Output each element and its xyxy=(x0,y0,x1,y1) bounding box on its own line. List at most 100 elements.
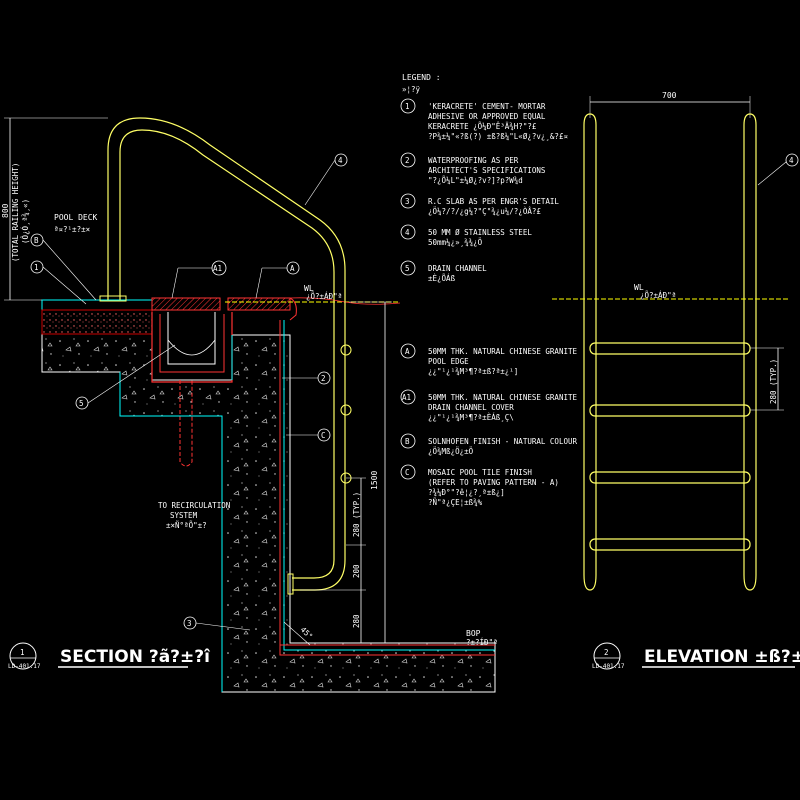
elevation-title-block: 2 LD-401.17 ELEVATION ±ß?±?î xyxy=(592,642,800,670)
ladder-rung-1 xyxy=(589,342,751,355)
legend-key: A xyxy=(405,347,410,356)
section-callout-number: 1 xyxy=(20,648,25,657)
legend-line: ARCHITECT'S SPECIFICATIONS xyxy=(428,166,546,175)
legend-title: LEGEND : xyxy=(402,73,441,82)
legend-key: C xyxy=(405,468,410,477)
legend-key: 5 xyxy=(405,264,410,273)
ladder-rung-3 xyxy=(589,471,751,484)
pool-wall-tile xyxy=(283,320,495,651)
elevation-sheet-ref: LD-401.17 xyxy=(592,663,625,670)
legend-line: 50MM THK. NATURAL CHINESE GRANITE xyxy=(428,347,577,356)
pool-deck-stone xyxy=(41,299,153,311)
legend-line: WATERPROOFING AS PER xyxy=(428,156,519,165)
legend-key: A1 xyxy=(402,393,411,402)
legend-line: 50 MM Ø STAINLESS STEEL xyxy=(428,228,532,237)
railing-base-plate xyxy=(99,295,127,302)
legend-line: ?Ñ"ª¿ÇE¦±ß¾% xyxy=(428,498,483,507)
legend-key: B xyxy=(405,437,410,446)
legend-line: "?¿Õ¼L"±¼Ø¿?v?]?p?W¾d xyxy=(428,176,523,185)
pool-wall-waterproof xyxy=(279,320,495,656)
legend-line: DRAIN CHANNEL xyxy=(428,264,487,273)
drain-curve xyxy=(167,339,216,356)
section-drawing: 800 (TOTAL RAILING HEIGHT) (Ô¿Ó¸ª¾¸«) 15… xyxy=(1,117,498,693)
callout-5-section: 5 xyxy=(75,344,176,410)
legend-key-circle xyxy=(400,389,416,405)
dim-700-text: 700 xyxy=(662,91,677,100)
legend-line: ?P¾±¼"«?ß(?) ±ß?ß¼"L«Ø¿?v¿¸&?£¤ xyxy=(428,132,568,141)
rung-2 xyxy=(340,404,352,416)
legend-line: (REFER TO PAVING PATTERN - A) xyxy=(428,478,559,487)
svg-text:A1: A1 xyxy=(213,264,222,273)
wl-cn-elev: ¿Õ?±ÁÐ"ª xyxy=(640,291,676,300)
svg-text:4: 4 xyxy=(338,156,343,165)
dim-280-typ-text: 280 (TYP.) xyxy=(352,492,361,537)
section-sheet-ref: LD-401.17 xyxy=(8,663,41,670)
ladder-right-rail xyxy=(743,113,757,591)
pool-deck-label: POOL DECK xyxy=(54,213,98,222)
recirc-line-3: ±×Ñ°ªÕ"±? xyxy=(166,521,207,530)
legend-item-5: 5 DRAIN CHANNEL±È¿ÕÁß xyxy=(400,260,487,283)
legend-line: ADHESIVE OR APPROVED EQUAL xyxy=(428,112,546,121)
pool-deck-cn: ª¤?¹±?±× xyxy=(54,225,90,234)
legend-line: ±È¿ÕÁß xyxy=(428,274,456,283)
legend-line: ¿Ö¾Mß¿Ö¿±Ö xyxy=(428,447,474,456)
dim-200-text: 200 xyxy=(352,564,361,578)
pool-deck-mortar xyxy=(41,309,153,335)
legend-line: 50mm¼¿»¸¾¾¿Ö xyxy=(428,238,483,247)
svg-text:C: C xyxy=(321,431,326,440)
legend-line: R.C SLAB AS PER ENGR'S DETAIL xyxy=(428,197,559,206)
dim-800-text: 800 xyxy=(1,203,10,218)
total-railing-label: (TOTAL RAILING HEIGHT) xyxy=(11,163,20,262)
legend-key-circle xyxy=(400,98,416,114)
svg-text:1: 1 xyxy=(34,263,39,272)
callout-1-section: 1 xyxy=(30,260,87,305)
drain-liner xyxy=(167,312,216,365)
recirc-line-1: TO RECIRCULATION xyxy=(158,501,230,510)
granite-coping-a xyxy=(227,297,291,311)
dim-1500-text: 1500 xyxy=(370,471,379,490)
legend-key-circle xyxy=(400,152,416,168)
angle-line xyxy=(283,621,311,646)
svg-text:3: 3 xyxy=(187,619,192,628)
callout-3-section: 3 xyxy=(183,616,251,631)
wl-cn-section: ¿Õ?±ÁÐ"ª xyxy=(306,292,342,301)
concrete-slab xyxy=(41,333,496,693)
legend-line: 'KERACRETE' CEMENT- MORTAR xyxy=(428,102,546,111)
legend-item-c: C MOSAIC POOL TILE FINISH(REFER TO PAVING… xyxy=(400,464,559,507)
svg-text:5: 5 xyxy=(79,399,84,408)
legend: LEGEND : »¦?ÿ 1'KERACRETE' CEMENT- MORTA… xyxy=(400,73,577,507)
callout-a-section: A xyxy=(255,261,300,299)
legend-key-circle xyxy=(400,260,416,276)
ladder-rung-4 xyxy=(589,538,751,551)
legend-line: DRAIN CHANNEL COVER xyxy=(428,403,514,412)
section-title: SECTION ?ã?±?î xyxy=(60,647,211,667)
recirc-line-2: SYSTEM xyxy=(170,511,198,520)
callout-2-section: 2 xyxy=(282,371,331,385)
recirculation-pipe xyxy=(179,380,193,467)
legend-line: ¿¿"¹¿¹¾M³¶?ª±ß?ª±¿¹] xyxy=(428,367,518,376)
total-railing-cn: (Ô¿Ó¸ª¾¸«) xyxy=(21,199,30,244)
legend-line: MOSAIC POOL TILE FINISH xyxy=(428,468,532,477)
legend-subtitle: »¦?ÿ xyxy=(402,85,421,94)
section-title-block: 1 LD-401.17 SECTION ?ã?±?î xyxy=(8,642,211,670)
callout-c-section: C xyxy=(286,428,331,442)
legend-line: ?¾¼Ð°"?ê¦¿?¸ª±ß¿] xyxy=(428,488,505,497)
drain-channel-inner xyxy=(159,314,225,373)
legend-line: ¿Ö¼?/?/¿g¼?"Ç"¾¿u¼/?¿ÒÂ?£ xyxy=(428,207,541,216)
legend-line: KERACRETE ¿Õ¼Ð"Ê³Ä¾H?"?£ xyxy=(428,122,537,131)
legend-line: ¿¿"¹¿¹¾M³¶?ª±ÈÁß¸Ç\ xyxy=(428,413,514,422)
svg-text:4: 4 xyxy=(789,156,794,165)
legend-key: 2 xyxy=(405,156,410,165)
elevation-callout-number: 2 xyxy=(604,648,609,657)
railing-rail-inner xyxy=(119,129,335,579)
wl-label-elev: WL xyxy=(634,283,644,292)
coping-lip xyxy=(289,297,297,321)
legend-key-circle xyxy=(400,433,416,449)
legend-line: POOL EDGE xyxy=(428,357,469,366)
